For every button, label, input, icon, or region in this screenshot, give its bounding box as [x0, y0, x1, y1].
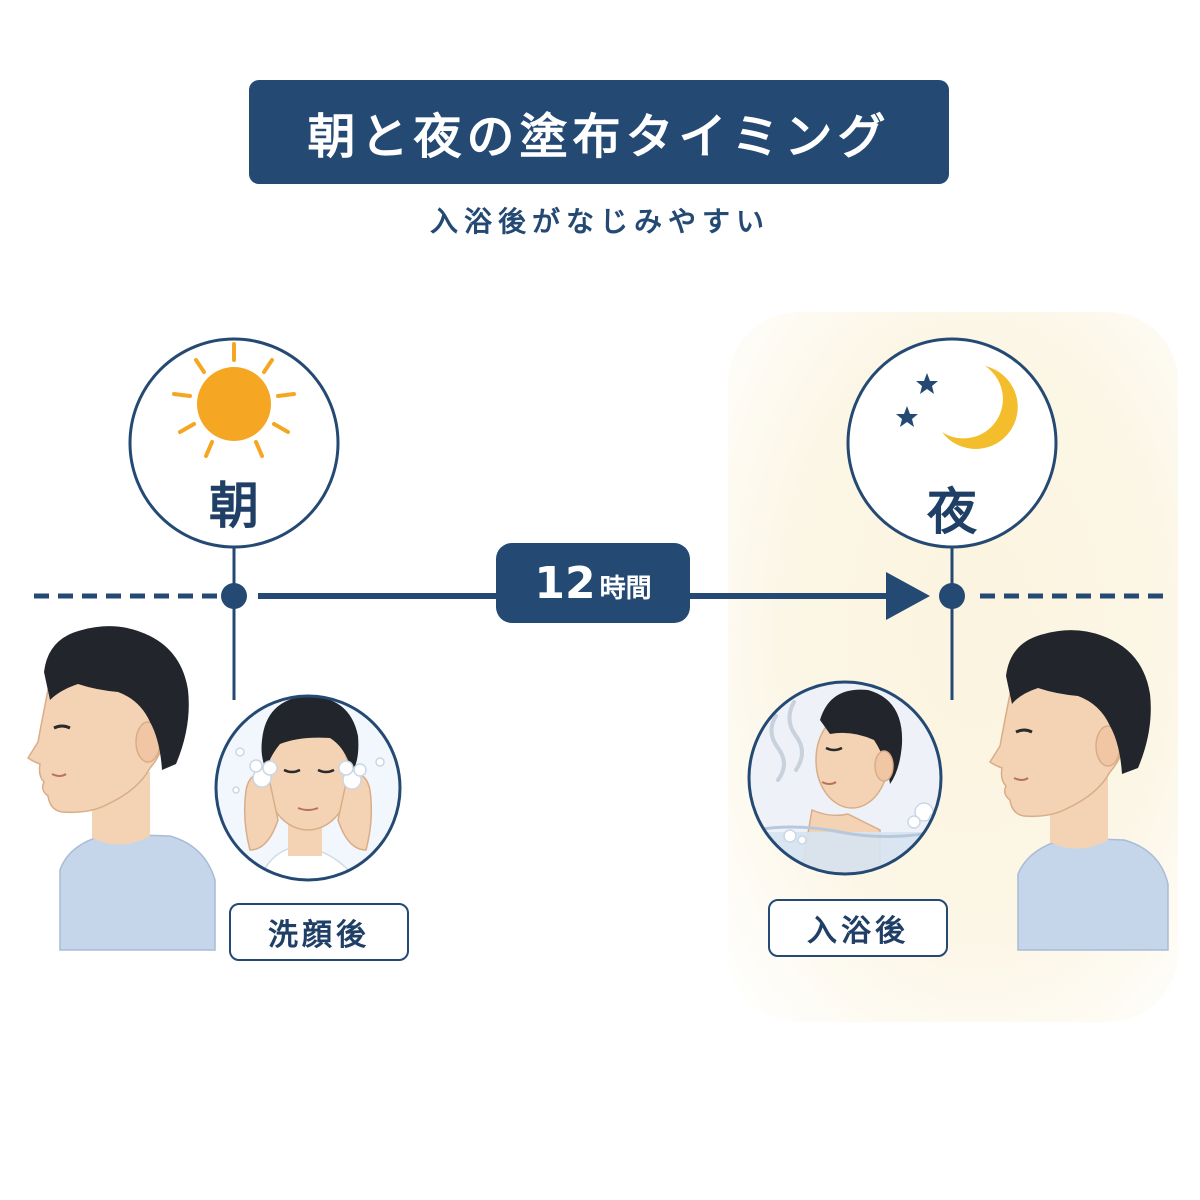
interval-number: 12	[534, 557, 596, 609]
star-icon	[896, 373, 938, 427]
morning-node	[221, 583, 247, 609]
title-banner: 朝と夜の塗布タイミング	[249, 80, 949, 184]
face-wash-illustration	[216, 696, 400, 880]
sun-icon	[172, 342, 296, 458]
night-person-illustration	[988, 630, 1169, 951]
night-bubble-border	[747, 680, 943, 876]
morning-tag: 洗顔後	[229, 903, 409, 961]
night-tag: 入浴後	[768, 899, 948, 957]
timeline-arrow-head	[886, 572, 930, 620]
moon-icon	[942, 366, 1018, 449]
page-title: 朝と夜の塗布タイミング	[307, 109, 891, 165]
morning-label: 朝	[209, 477, 259, 535]
morning-circle	[128, 337, 340, 549]
night-label: 夜	[927, 483, 977, 541]
page-subtitle: 入浴後がなじみやすい	[429, 205, 770, 238]
morning-bubble-border	[214, 694, 402, 882]
interval-unit: 時間	[599, 573, 652, 604]
morning-person-illustration	[26, 626, 216, 951]
interval-badge: 12 時間	[496, 543, 690, 623]
night-node	[939, 583, 965, 609]
